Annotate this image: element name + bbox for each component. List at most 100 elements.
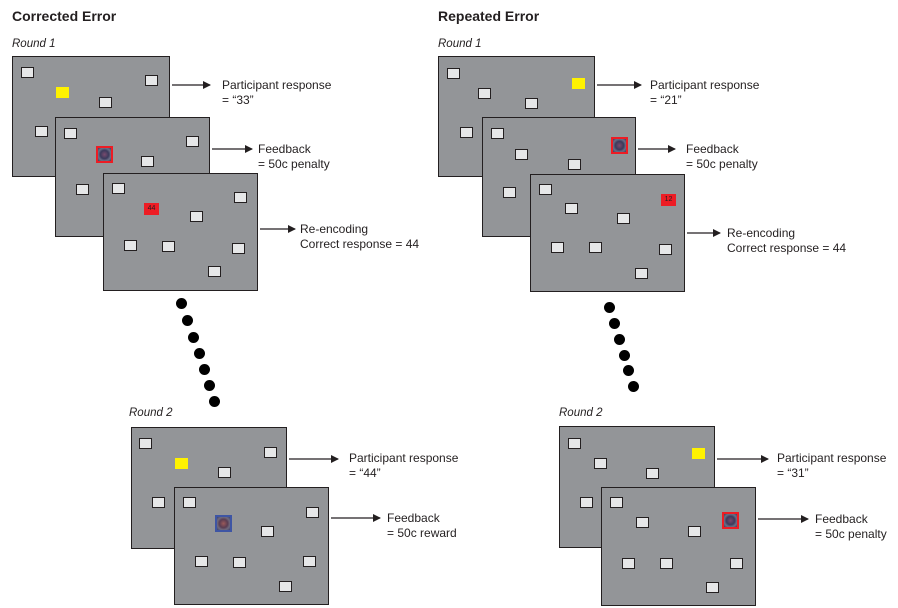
card — [124, 240, 137, 251]
card — [565, 203, 578, 214]
card — [491, 128, 504, 139]
card — [635, 268, 648, 279]
repeated-error-heading: Repeated Error — [438, 8, 540, 24]
label-line: = “33” — [222, 93, 254, 107]
label-line: Participant response — [777, 451, 887, 465]
card — [303, 556, 316, 567]
ellipsis-dot — [604, 302, 615, 313]
card — [568, 159, 581, 170]
label-line: Feedback — [815, 512, 868, 526]
right-r2-response-label: Participant response = “31” — [777, 451, 886, 481]
ellipsis-dot — [194, 348, 205, 359]
card — [636, 517, 649, 528]
card — [551, 242, 564, 253]
card — [264, 447, 277, 458]
right-r1-response-label: Participant response = “21” — [650, 78, 759, 108]
card — [152, 497, 165, 508]
right-round-2-label: Round 2 — [559, 407, 603, 419]
card — [525, 98, 538, 109]
ellipsis-dot — [623, 365, 634, 376]
feedback-face-penalty-icon — [722, 512, 739, 529]
label-line: Feedback — [686, 142, 739, 156]
label-line: = 50c penalty — [258, 157, 330, 171]
card — [568, 438, 581, 449]
label-line: = “21” — [650, 93, 682, 107]
ellipsis-dot — [199, 364, 210, 375]
card — [218, 467, 231, 478]
card — [145, 75, 158, 86]
card — [660, 558, 673, 569]
feedback-face-penalty-icon — [96, 146, 113, 163]
card — [261, 526, 274, 537]
selected-card-yellow — [175, 458, 188, 469]
card — [112, 183, 125, 194]
left-r1-reencoding-label: Re-encoding Correct response = 44 — [300, 222, 419, 252]
label-line: = “31” — [777, 466, 809, 480]
card — [64, 128, 77, 139]
card — [306, 507, 319, 518]
ellipsis-dot — [619, 350, 630, 361]
card — [610, 497, 623, 508]
left-r2-feedback-screen — [174, 487, 329, 605]
right-round-1-label: Round 1 — [438, 38, 482, 50]
label-line: Participant response — [349, 451, 459, 465]
card — [195, 556, 208, 567]
selected-card-yellow — [572, 78, 585, 89]
left-round-1-label: Round 1 — [12, 38, 56, 50]
label-line: Re-encoding — [300, 222, 369, 236]
card — [279, 581, 292, 592]
ellipsis-dot — [628, 381, 639, 392]
label-line: Feedback — [258, 142, 311, 156]
card — [190, 211, 203, 222]
left-r1-response-label: Participant response = “33” — [222, 78, 331, 108]
card — [617, 213, 630, 224]
card — [76, 184, 89, 195]
card — [162, 241, 175, 252]
ellipsis-dot — [209, 396, 220, 407]
card — [141, 156, 154, 167]
card — [589, 242, 602, 253]
card — [580, 497, 593, 508]
card — [447, 68, 460, 79]
ellipsis-dot — [188, 332, 199, 343]
feedback-face-penalty-icon — [611, 137, 628, 154]
right-r2-feedback-screen — [601, 487, 756, 606]
left-r2-response-label: Participant response = “44” — [349, 451, 458, 481]
left-r2-feedback-label: Feedback = 50c reward — [387, 511, 457, 541]
card — [706, 582, 719, 593]
card — [659, 244, 672, 255]
correct-location-marker: 44 — [144, 203, 159, 215]
ellipsis-dot — [182, 315, 193, 326]
label-line: = 50c reward — [387, 526, 457, 540]
right-r1-reencoding-screen: 12 — [530, 174, 685, 292]
card — [186, 136, 199, 147]
ellipsis-dot — [176, 298, 187, 309]
card — [139, 438, 152, 449]
card — [233, 557, 246, 568]
label-line: = 50c penalty — [686, 157, 758, 171]
label-line: Re-encoding — [727, 226, 796, 240]
card — [515, 149, 528, 160]
card — [183, 497, 196, 508]
card — [646, 468, 659, 479]
ellipsis-dot — [204, 380, 215, 391]
label-line: Participant response — [650, 78, 760, 92]
left-round-2-label: Round 2 — [129, 407, 173, 419]
card — [622, 558, 635, 569]
card — [460, 127, 473, 138]
card — [99, 97, 112, 108]
selected-card-yellow — [56, 87, 69, 98]
label-line: Correct response = 44 — [300, 237, 420, 251]
ellipsis-dot — [614, 334, 625, 345]
card — [234, 192, 247, 203]
card — [539, 184, 552, 195]
card — [35, 126, 48, 137]
right-r1-reencoding-label: Re-encoding Correct response = 44 — [727, 226, 846, 256]
label-line: Correct response = 44 — [727, 241, 847, 255]
left-r1-reencoding-screen: 44 — [103, 173, 258, 291]
card — [503, 187, 516, 198]
label-line: = “44” — [349, 466, 381, 480]
left-r1-feedback-label: Feedback = 50c penalty — [258, 142, 330, 172]
card — [688, 526, 701, 537]
